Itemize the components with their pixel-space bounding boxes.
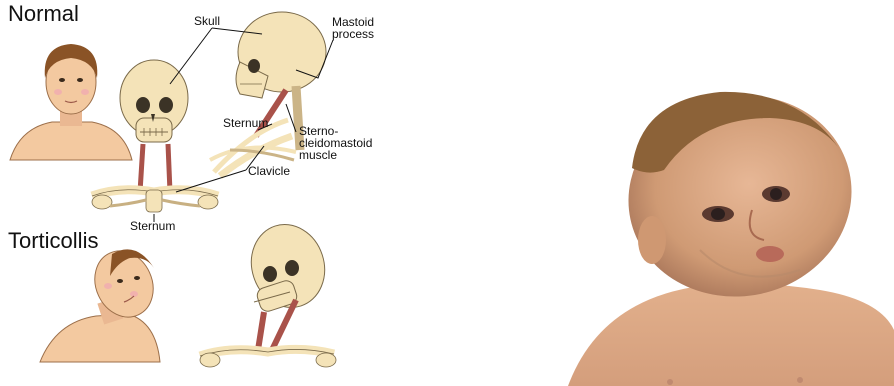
normal-heading: Normal bbox=[8, 1, 79, 27]
mastoid-label-line2: process bbox=[332, 28, 374, 40]
torticollis-heading: Torticollis bbox=[8, 228, 98, 254]
skull-leader-front bbox=[170, 28, 212, 84]
scm-label-line3: muscle bbox=[299, 149, 337, 161]
torticollis-person bbox=[40, 241, 164, 362]
infant-photo bbox=[568, 75, 894, 386]
torticollis-skeleton bbox=[200, 215, 336, 367]
normal-person-front bbox=[10, 44, 132, 160]
clavicle-leader-front bbox=[176, 170, 246, 192]
skull-label: Skull bbox=[194, 15, 220, 27]
sternum-lower-label: Sternum bbox=[130, 220, 175, 232]
sternum-upper-label: Sternum bbox=[223, 117, 268, 129]
clavicle-label: Clavicle bbox=[248, 165, 290, 177]
